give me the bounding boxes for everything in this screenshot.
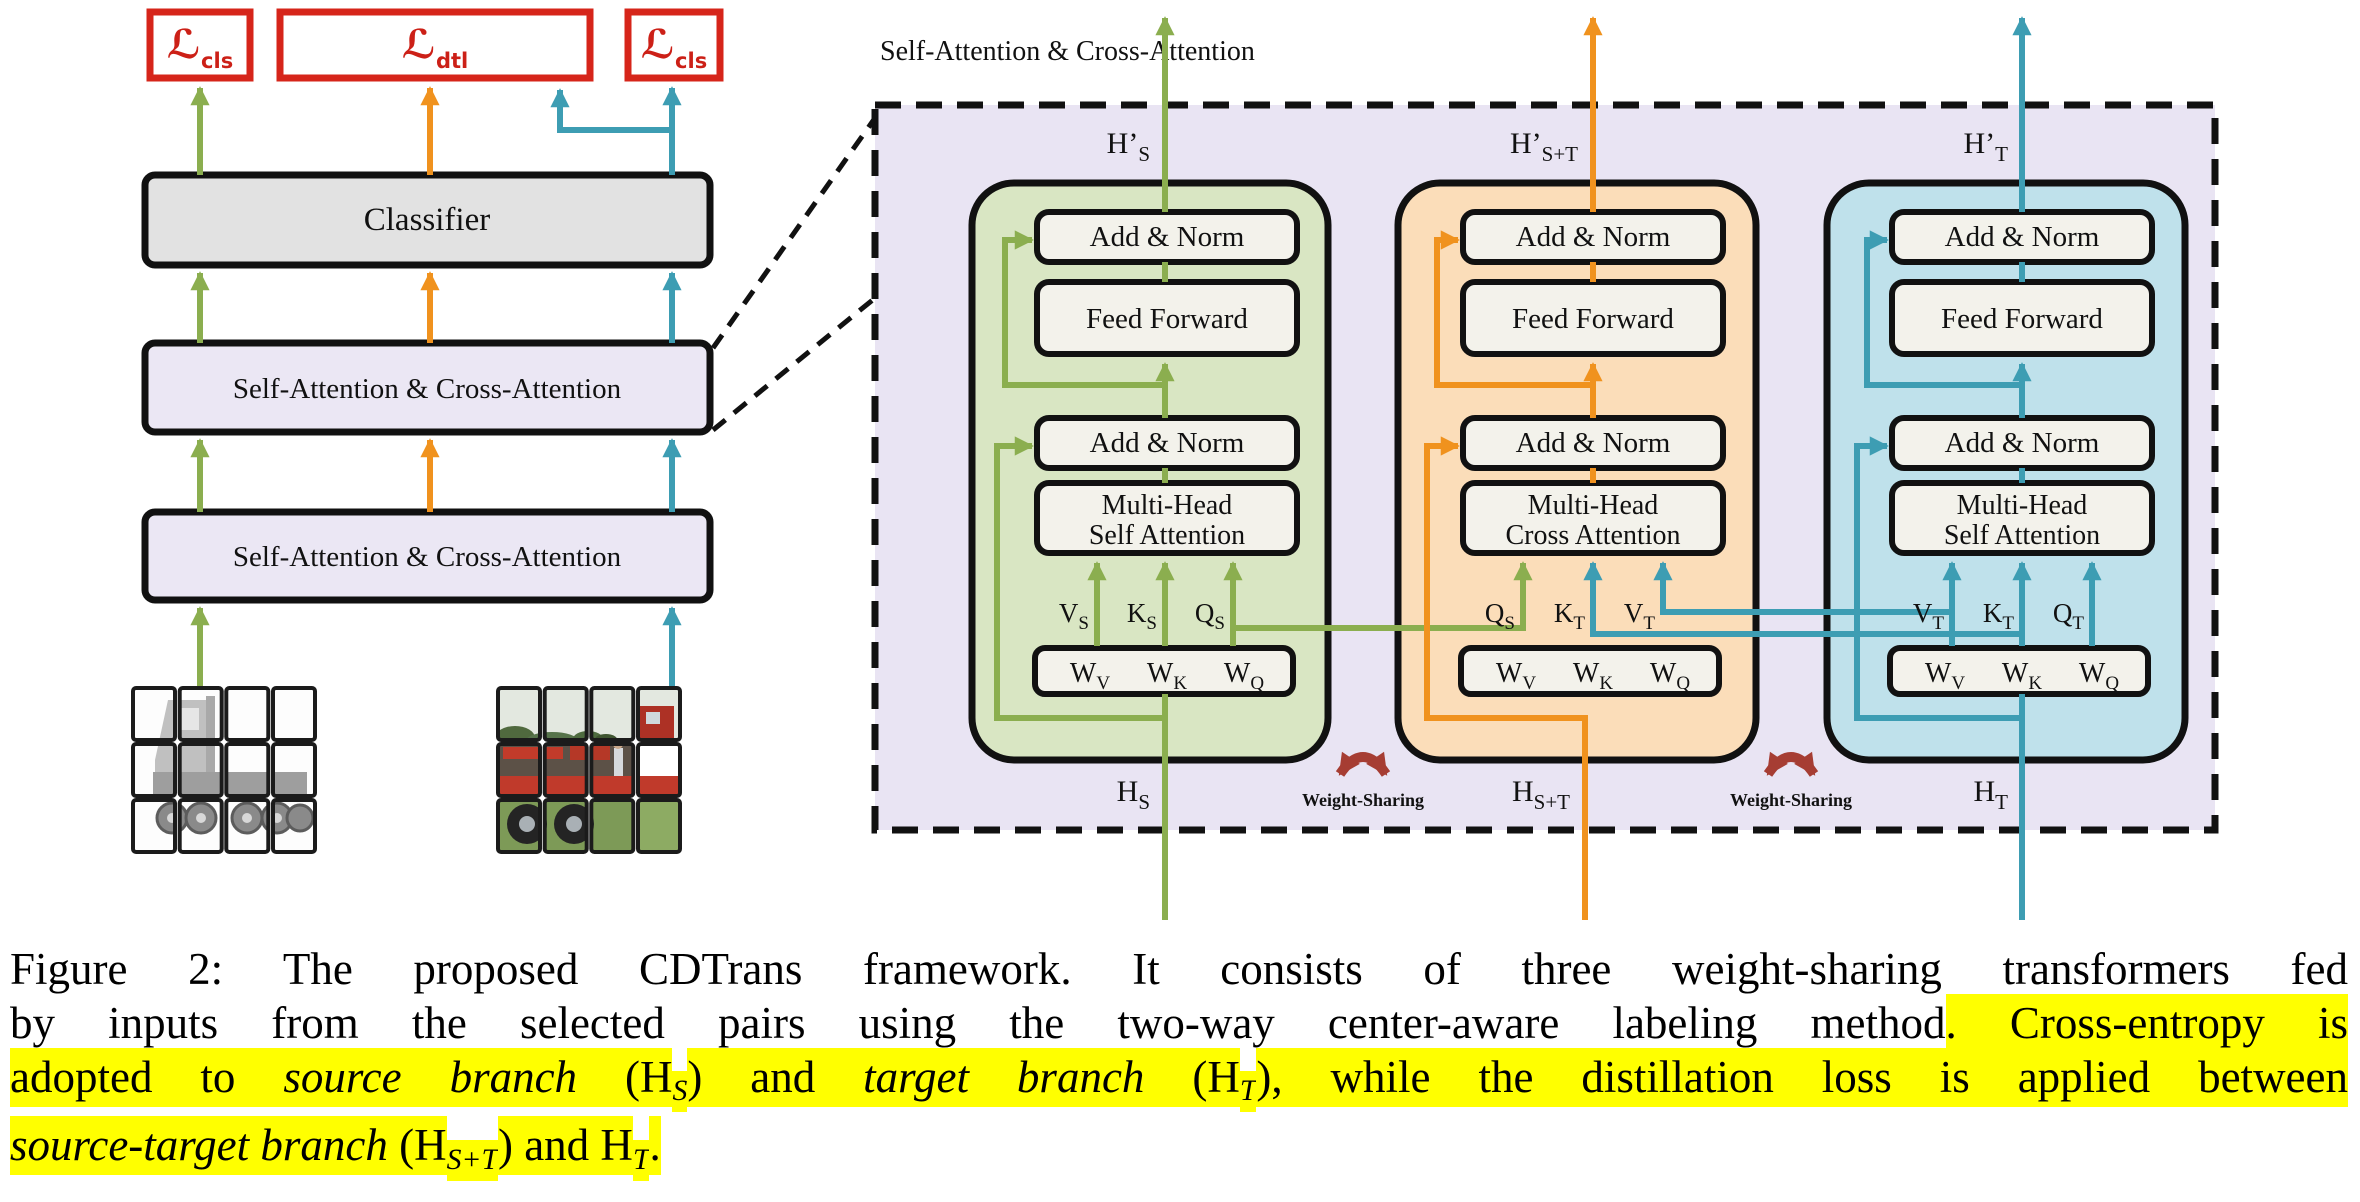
panel-title: Self-Attention & Cross-Attention xyxy=(880,36,1255,67)
target-patch-grid xyxy=(496,686,682,854)
svg-text:WV: WV xyxy=(1496,658,1536,694)
attention-label-line1: Multi-Head xyxy=(1957,490,2088,521)
loss-dtl-label: ℒdtl xyxy=(402,22,469,73)
svg-text:WQ: WQ xyxy=(2079,658,2119,694)
add-norm-label: Add & Norm xyxy=(1090,221,1245,253)
cdtrans-diagram: Self-Attention & Cross-Attention xyxy=(131,8,2219,920)
target-image xyxy=(498,688,680,852)
source-branch-flow-arrows xyxy=(994,16,1533,920)
source-target-branch-inner-boxes xyxy=(1458,209,1726,697)
source-target-branch-labels: Add & Norm Feed Forward Add & Norm Multi… xyxy=(1485,127,1690,814)
source-branch-inner-boxes xyxy=(1032,209,1300,697)
source-patch-cells xyxy=(131,686,317,854)
attention-label-line2: Self Attention xyxy=(1944,520,2100,551)
add-norm-label: Add & Norm xyxy=(1945,427,2100,459)
svg-text:KT: KT xyxy=(1983,598,2015,634)
figure-caption: Figure 2: The proposed CDTrans framework… xyxy=(10,942,2349,1187)
svg-text:WK: WK xyxy=(1573,658,1613,694)
add-norm-label: Add & Norm xyxy=(1090,427,1245,459)
attention-label-line2: Self Attention xyxy=(1089,520,1245,551)
feed-forward-label: Feed Forward xyxy=(1941,303,2103,335)
attention-label-line1: Multi-Head xyxy=(1102,490,1233,521)
attention-label-line1: Multi-Head xyxy=(1528,490,1659,521)
loss-cls-right-box xyxy=(624,8,724,82)
svg-text:WK: WK xyxy=(2002,658,2042,694)
add-norm-label: Add & Norm xyxy=(1945,221,2100,253)
loss-cls-right-label: ℒcls xyxy=(641,22,707,73)
svg-text:VT: VT xyxy=(1913,598,1945,634)
target-column-arrows xyxy=(550,86,682,686)
callout-line-top xyxy=(710,116,878,350)
input-label-hst: HS+T xyxy=(1512,775,1570,814)
feed-forward-label: Feed Forward xyxy=(1086,303,1248,335)
svg-text:VT: VT xyxy=(1624,598,1656,634)
add-norm-label: Add & Norm xyxy=(1516,427,1671,459)
svg-text:WQ: WQ xyxy=(1650,658,1690,694)
output-label-ht: H’T xyxy=(1964,127,2009,166)
svg-text:QS: QS xyxy=(1195,598,1225,634)
attention-label-line2: Cross Attention xyxy=(1505,520,1680,551)
svg-text:QS: QS xyxy=(1485,598,1515,634)
left-diagram: ℒcls ℒdtl ℒcls Classifier Self-Attention… xyxy=(131,8,724,854)
source-branch-labels: Add & Norm Feed Forward Add & Norm Multi… xyxy=(1059,127,1264,814)
weight-sharing-arrow-right xyxy=(1763,751,1819,777)
weight-sharing-label: Weight-Sharing xyxy=(1730,790,1852,810)
output-label-hs: H’S xyxy=(1107,127,1150,166)
weight-sharing-label: Weight-Sharing xyxy=(1302,790,1424,810)
callout-line-bottom xyxy=(711,296,877,432)
target-branch-flow-arrows xyxy=(1583,16,2102,920)
svg-text:KS: KS xyxy=(1127,598,1157,634)
svg-text:KT: KT xyxy=(1554,598,1586,634)
target-patch-cells xyxy=(496,686,682,854)
svg-text:VS: VS xyxy=(1059,598,1089,634)
attention-layer-2-label: Self-Attention & Cross-Attention xyxy=(233,541,622,573)
input-label-hs: HS xyxy=(1117,775,1150,814)
classifier-label: Classifier xyxy=(364,202,490,238)
loss-dtl-box xyxy=(276,8,594,82)
right-panel: Self-Attention & Cross-Attention xyxy=(710,16,2219,920)
svg-text:WK: WK xyxy=(1147,658,1187,694)
target-branch-inner-boxes xyxy=(1887,209,2155,697)
target-branch-labels: Add & Norm Feed Forward Add & Norm Multi… xyxy=(1913,127,2119,814)
input-label-ht: HT xyxy=(1974,775,2009,814)
caption-line-1: Figure 2: The proposed CDTrans framework… xyxy=(10,944,2348,994)
feed-forward-label: Feed Forward xyxy=(1512,303,1674,335)
weight-sharing-arrow-left xyxy=(1335,751,1391,777)
caption-line-3: adopted to source branch (HS) and target… xyxy=(10,1048,2349,1118)
output-label-hst: H’S+T xyxy=(1510,127,1578,166)
svg-text:WQ: WQ xyxy=(1224,658,1264,694)
source-patch-grid xyxy=(131,686,317,854)
loss-cls-left-box xyxy=(146,8,254,82)
svg-text:WV: WV xyxy=(1925,658,1965,694)
attention-layer-1-label: Self-Attention & Cross-Attention xyxy=(233,373,622,405)
caption-line-2: by inputs from the selected pairs using … xyxy=(10,994,2348,1053)
caption-line-4: source-target branch (HS+T) and HT. xyxy=(10,1116,2348,1186)
source-target-branch-flow-arrows xyxy=(1424,16,1603,920)
loss-cls-left-label: ℒcls xyxy=(167,22,233,73)
add-norm-label: Add & Norm xyxy=(1516,221,1671,253)
source-image xyxy=(133,688,315,852)
svg-text:WV: WV xyxy=(1070,658,1110,694)
svg-text:QT: QT xyxy=(2053,598,2085,634)
weight-sharing-links: Weight-Sharing Weight-Sharing xyxy=(1302,751,1852,810)
